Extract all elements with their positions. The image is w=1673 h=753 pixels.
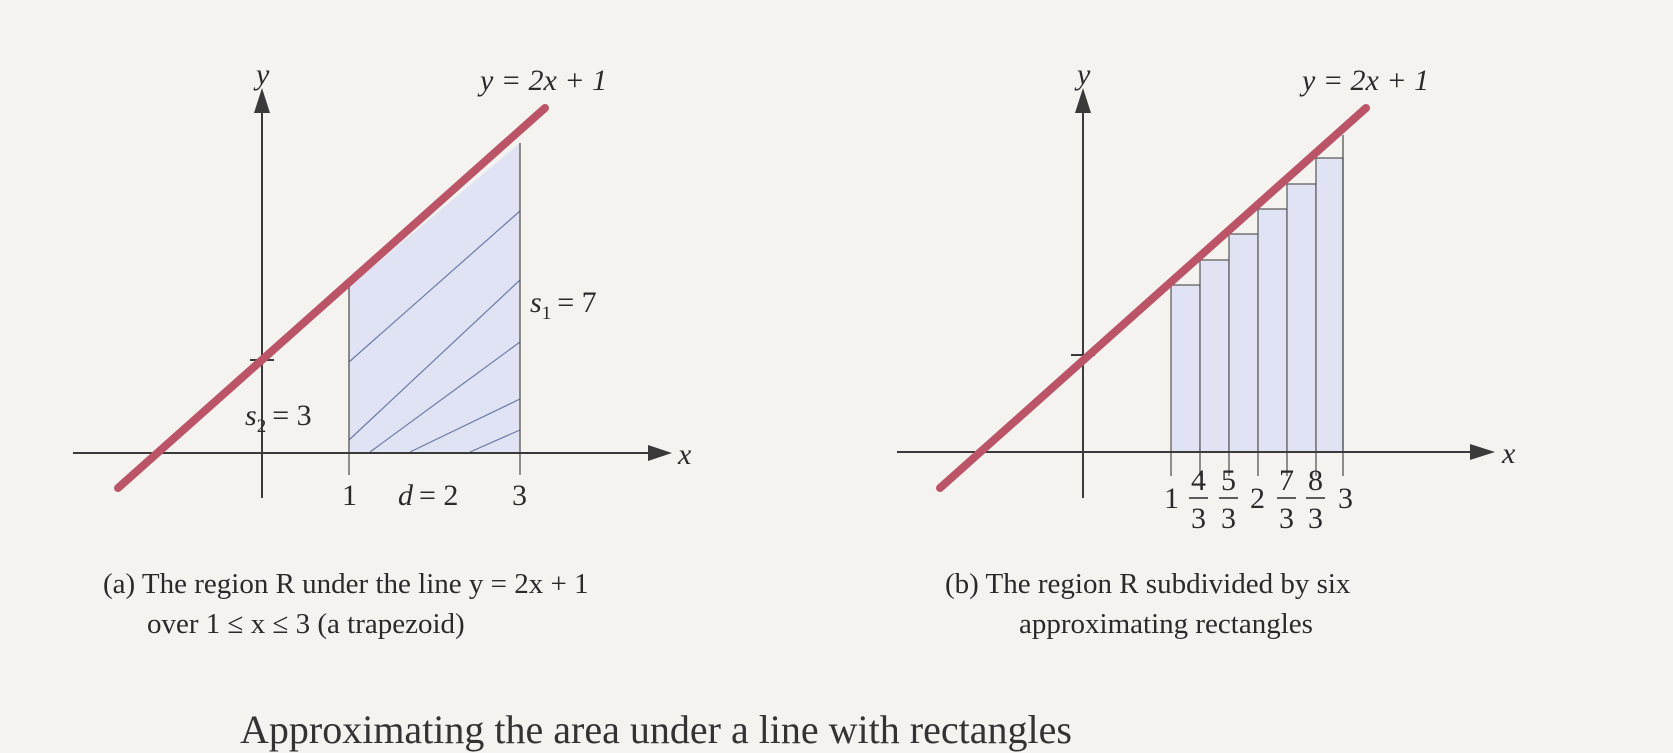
tick-label-4-over-3-den: 3: [1191, 502, 1206, 535]
caption-a-line2: over 1 ≤ x ≤ 3 (a trapezoid): [147, 608, 465, 640]
caption-b-line2: approximating rectangles: [1019, 608, 1313, 640]
panel-b: y x y = 2x + 1 1 4 3 5 3 2 7 3 8 3 3 (b)…: [897, 58, 1516, 640]
graph-line-2x-plus-1: [936, 104, 1370, 492]
x-axis-arrow: [1470, 444, 1495, 460]
y-axis-arrow: [1075, 88, 1091, 113]
x-axis-label: x: [677, 438, 692, 471]
tick-label-4-over-3-num: 4: [1191, 464, 1206, 497]
figure: y x y = 2x + 1 s1= 7 s2= 3 1 d= 2 3 (a) …: [73, 58, 1516, 640]
tick-label-1: 1: [1164, 482, 1179, 515]
x-axis-label: x: [1501, 437, 1516, 470]
tick-label-2: 2: [1250, 482, 1265, 515]
y-axis-arrow: [254, 88, 270, 113]
s1-label: s1= 7: [530, 286, 597, 324]
tick-label-3: 3: [512, 479, 527, 512]
panel-a: y x y = 2x + 1 s1= 7 s2= 3 1 d= 2 3 (a) …: [73, 58, 692, 640]
approx-rectangles: [1170, 157, 1344, 453]
tick-label-3: 3: [1338, 482, 1353, 515]
figure-footer-text: Approximating the area under a line with…: [240, 707, 1072, 752]
tick-labels: 1 4 3 5 3 2 7 3 8 3 3: [1164, 464, 1353, 535]
tick-label-8-over-3-num: 8: [1308, 464, 1323, 497]
rect-1: [1170, 284, 1201, 453]
tick-label-5-over-3-num: 5: [1221, 464, 1236, 497]
x-axis-arrow: [648, 445, 672, 461]
tick-marks: [1170, 135, 1344, 476]
region-r-trapezoid: [349, 143, 520, 452]
y-axis-label: y: [1074, 58, 1091, 91]
rect-2: [1199, 259, 1230, 453]
tick-label-1: 1: [342, 479, 357, 512]
line-equation-label: y = 2x + 1: [477, 64, 607, 97]
rect-6: [1315, 157, 1344, 453]
rect-4: [1257, 208, 1288, 453]
tick-label-7-over-3-num: 7: [1279, 464, 1294, 497]
tick-label-7-over-3-den: 3: [1279, 502, 1294, 535]
rect-5: [1286, 183, 1317, 453]
s2-label: s2= 3: [245, 399, 312, 437]
graph-line-2x-plus-1: [114, 104, 549, 492]
tick-label-5-over-3-den: 3: [1221, 502, 1236, 535]
rect-3: [1228, 233, 1259, 453]
caption-a-line1: (a) The region R under the line y = 2x +…: [103, 568, 589, 600]
y-axis-label: y: [253, 58, 270, 91]
d-label: d= 2: [398, 479, 458, 512]
caption-b-line1: (b) The region R subdivided by six: [945, 568, 1351, 600]
region-hatching: [348, 210, 521, 453]
line-equation-label: y = 2x + 1: [1299, 64, 1429, 97]
tick-label-8-over-3-den: 3: [1308, 502, 1323, 535]
